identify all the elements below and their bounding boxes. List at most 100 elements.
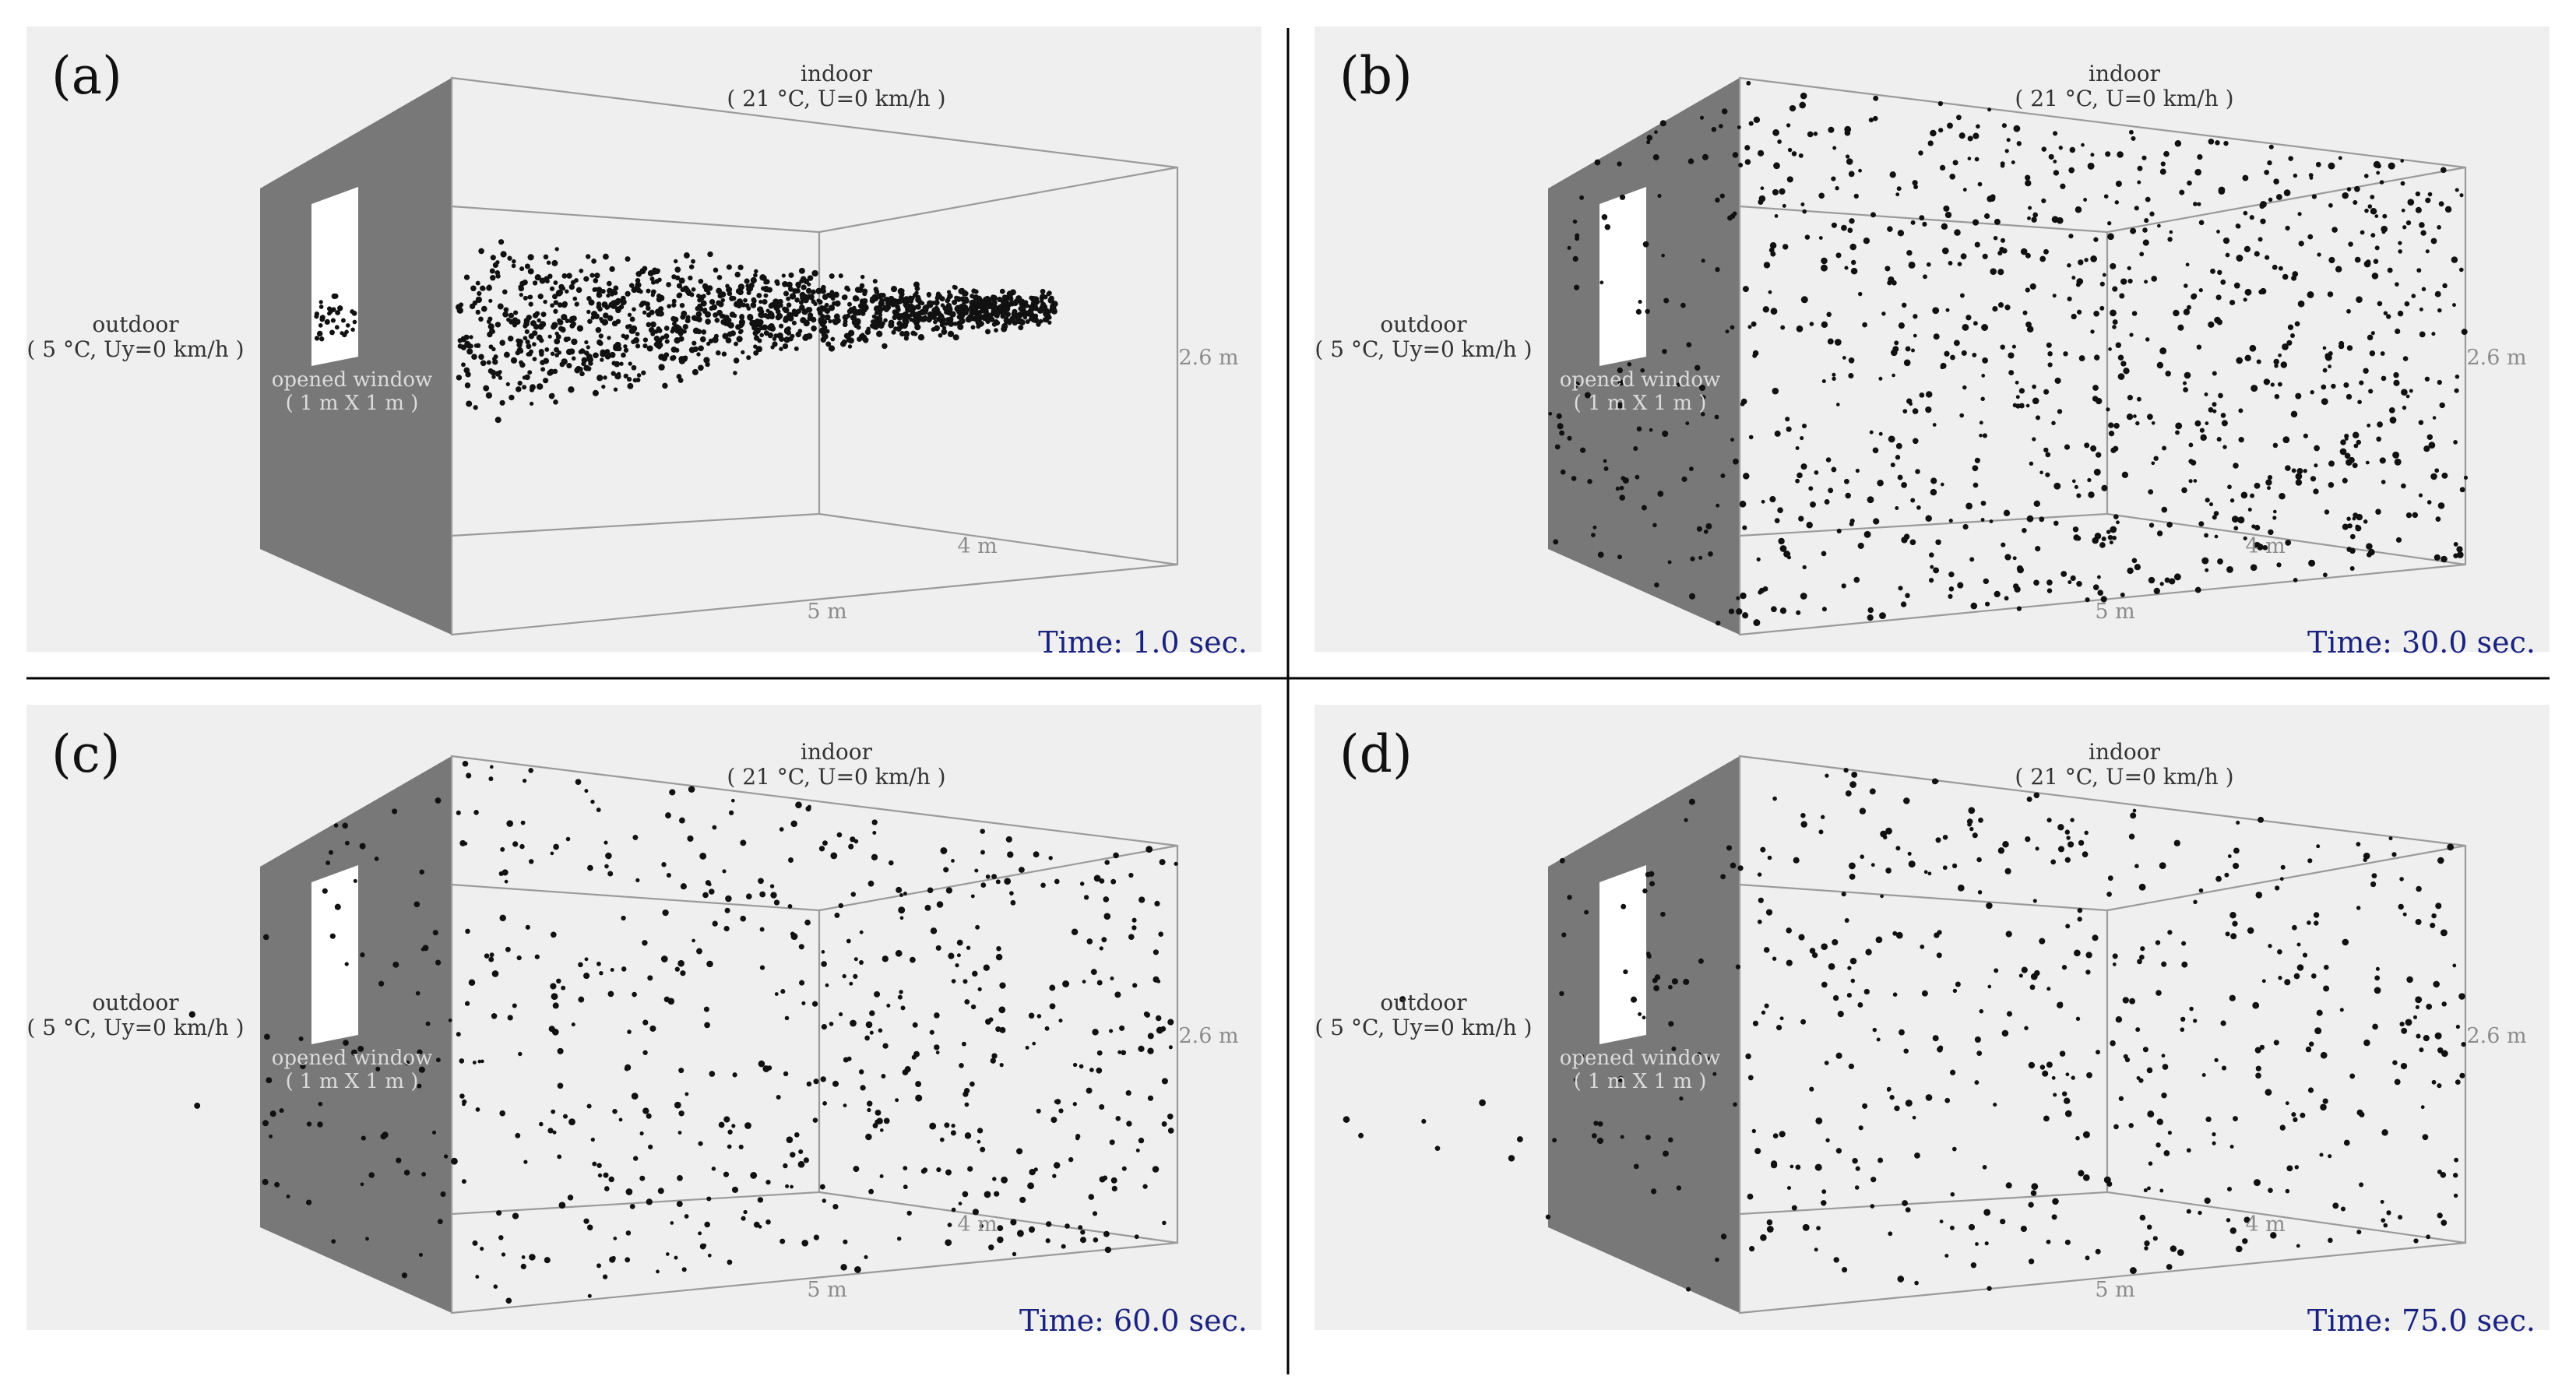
particle [1981,374,1986,378]
particle [619,361,624,366]
particle [2447,843,2455,851]
particle [1080,1230,1086,1235]
particle [518,348,524,354]
particle [1776,1025,1782,1031]
particle [614,341,621,349]
indoor-label: indoor [801,739,873,765]
particle [1044,1026,1050,1031]
particle [1121,1166,1127,1171]
particle [1928,578,1934,583]
particle [2227,484,2232,490]
particles [1548,80,2469,627]
particle [2092,584,2099,590]
particle [1559,991,1564,997]
particle [951,859,955,863]
particle [2324,353,2331,359]
particle [646,1198,653,1205]
particle [970,894,975,899]
particle [997,1225,1004,1231]
particle [1974,1080,1980,1086]
particle [2021,966,2028,973]
particle [2106,892,2112,897]
particle [642,1107,649,1114]
particle [462,761,469,767]
particle [1895,931,1903,939]
particle [374,857,379,861]
particle [2381,1218,2386,1223]
particle [2072,526,2079,533]
particle [1979,1008,1984,1014]
particle [2363,1039,2370,1047]
particle [586,296,592,301]
particle [1831,466,1837,473]
particle [2381,480,2386,484]
particle [962,979,968,984]
particle [661,355,667,362]
particle [478,248,484,255]
particle [596,961,601,966]
particle [1104,860,1110,865]
particle [480,305,487,312]
particle [2085,1255,2090,1261]
particle [787,904,793,909]
particle [2144,218,2149,223]
particle [2402,912,2407,917]
particle [671,298,677,304]
particle [674,966,680,972]
particle [2045,452,2051,458]
particle [352,319,357,325]
particle [1905,1100,1913,1107]
particle [2198,521,2205,527]
particle [322,888,328,894]
particle [711,1167,716,1171]
particle [1573,284,1580,290]
time-readout: Time: 30.0 sec. [2307,625,2536,660]
particle [1657,193,1662,199]
particle [738,1144,744,1149]
particle [2146,1067,2153,1074]
particle [2053,160,2057,164]
particle [2236,820,2240,825]
particle [586,366,592,371]
particle [1872,1027,1877,1033]
particle [779,347,783,351]
particle [1913,185,1919,189]
particle [2346,345,2353,351]
particle [1559,430,1565,436]
particle [2110,1040,2116,1047]
particle [999,288,1005,294]
particle [2274,364,2279,368]
particle [1853,576,1860,583]
particle [459,839,466,846]
particle [736,302,742,308]
particle [868,1188,875,1195]
particle [2268,529,2274,536]
particle [2233,862,2240,870]
particle [1797,472,1803,479]
particle [2268,144,2274,150]
particle [821,329,826,335]
particle [860,306,867,312]
particle [830,852,838,860]
particle [820,1076,826,1082]
particle [2131,311,2138,316]
particle [2331,227,2338,233]
particle [2314,463,2318,468]
particle [579,348,586,354]
particle [2064,857,2071,863]
particle [473,810,479,815]
particle [1989,519,1994,523]
particle [2295,479,2303,486]
panel-a: (a)indoor( 21 °C, U=0 km/h )outdoor( 5 °… [26,26,1262,660]
window-label: opened window [272,1047,433,1070]
particle [2185,262,2190,267]
particle [578,367,583,372]
particle [828,304,836,311]
particle [1072,1062,1078,1068]
particle [575,779,582,785]
particle [991,874,998,880]
particle [665,812,671,819]
particle [2078,355,2085,362]
particle [1159,859,1166,866]
particle [2018,973,2023,978]
